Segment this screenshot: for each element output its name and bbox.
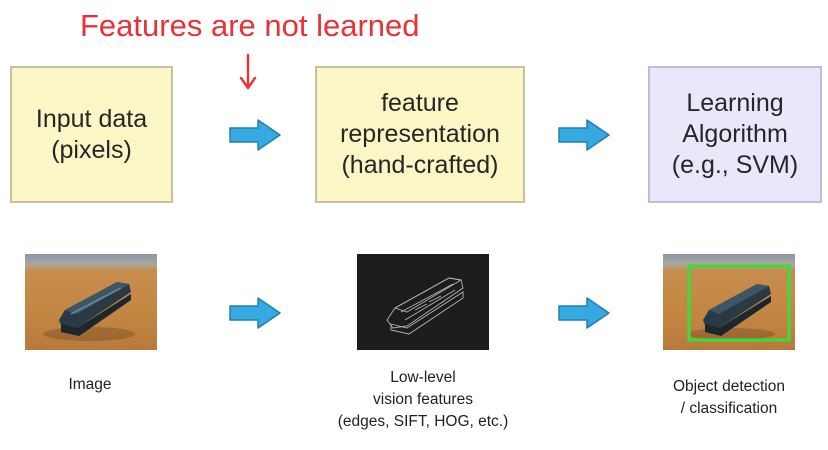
learning-algorithm-box: Learning Algorithm (e.g., SVM): [648, 66, 822, 203]
stapler-illustration: [43, 282, 135, 341]
input-box-line-2: (pixels): [51, 135, 132, 164]
stapler-photo: [25, 254, 157, 350]
feature-box-line-3: (hand-crafted): [341, 151, 499, 179]
learning-box-line-3: (e.g., SVM): [671, 151, 799, 179]
detection-image: [663, 254, 795, 350]
right-arrow-icon: [229, 297, 281, 329]
edge-features-image: [357, 254, 489, 350]
features-caption-line-1: Low-level: [390, 369, 456, 386]
input-data-box: Input data (pixels): [10, 66, 173, 203]
feature-box-line-2: representation: [340, 120, 500, 148]
down-arrow-icon: [239, 54, 257, 90]
image-caption-line-1: Image: [68, 376, 112, 393]
detection-bounding-box: [687, 264, 791, 342]
feature-representation-box: feature representation (hand-crafted): [315, 66, 525, 203]
detection-caption-line-1: Object detection: [672, 378, 785, 395]
right-arrow-icon: [229, 119, 281, 151]
image-caption: Image: [40, 374, 140, 396]
input-box-line-1: Input data: [35, 104, 148, 133]
annotation-text: Features are not learned: [80, 8, 420, 43]
learning-box-line-1: Learning: [686, 89, 784, 117]
features-caption: Low-level vision features (edges, SIFT, …: [293, 367, 553, 433]
detection-illustration: [687, 264, 791, 342]
right-arrow-icon: [558, 119, 610, 151]
features-caption-line-2: vision features: [373, 391, 473, 408]
right-arrow-icon: [558, 297, 610, 329]
detection-caption: Object detection / classification: [640, 376, 818, 420]
learning-box-line-2: Algorithm: [682, 120, 788, 148]
detection-caption-line-2: / classification: [680, 400, 778, 417]
features-caption-line-3: (edges, SIFT, HOG, etc.): [337, 413, 509, 430]
feature-box-line-1: feature: [381, 89, 459, 117]
edge-outline-illustration: [386, 277, 464, 335]
